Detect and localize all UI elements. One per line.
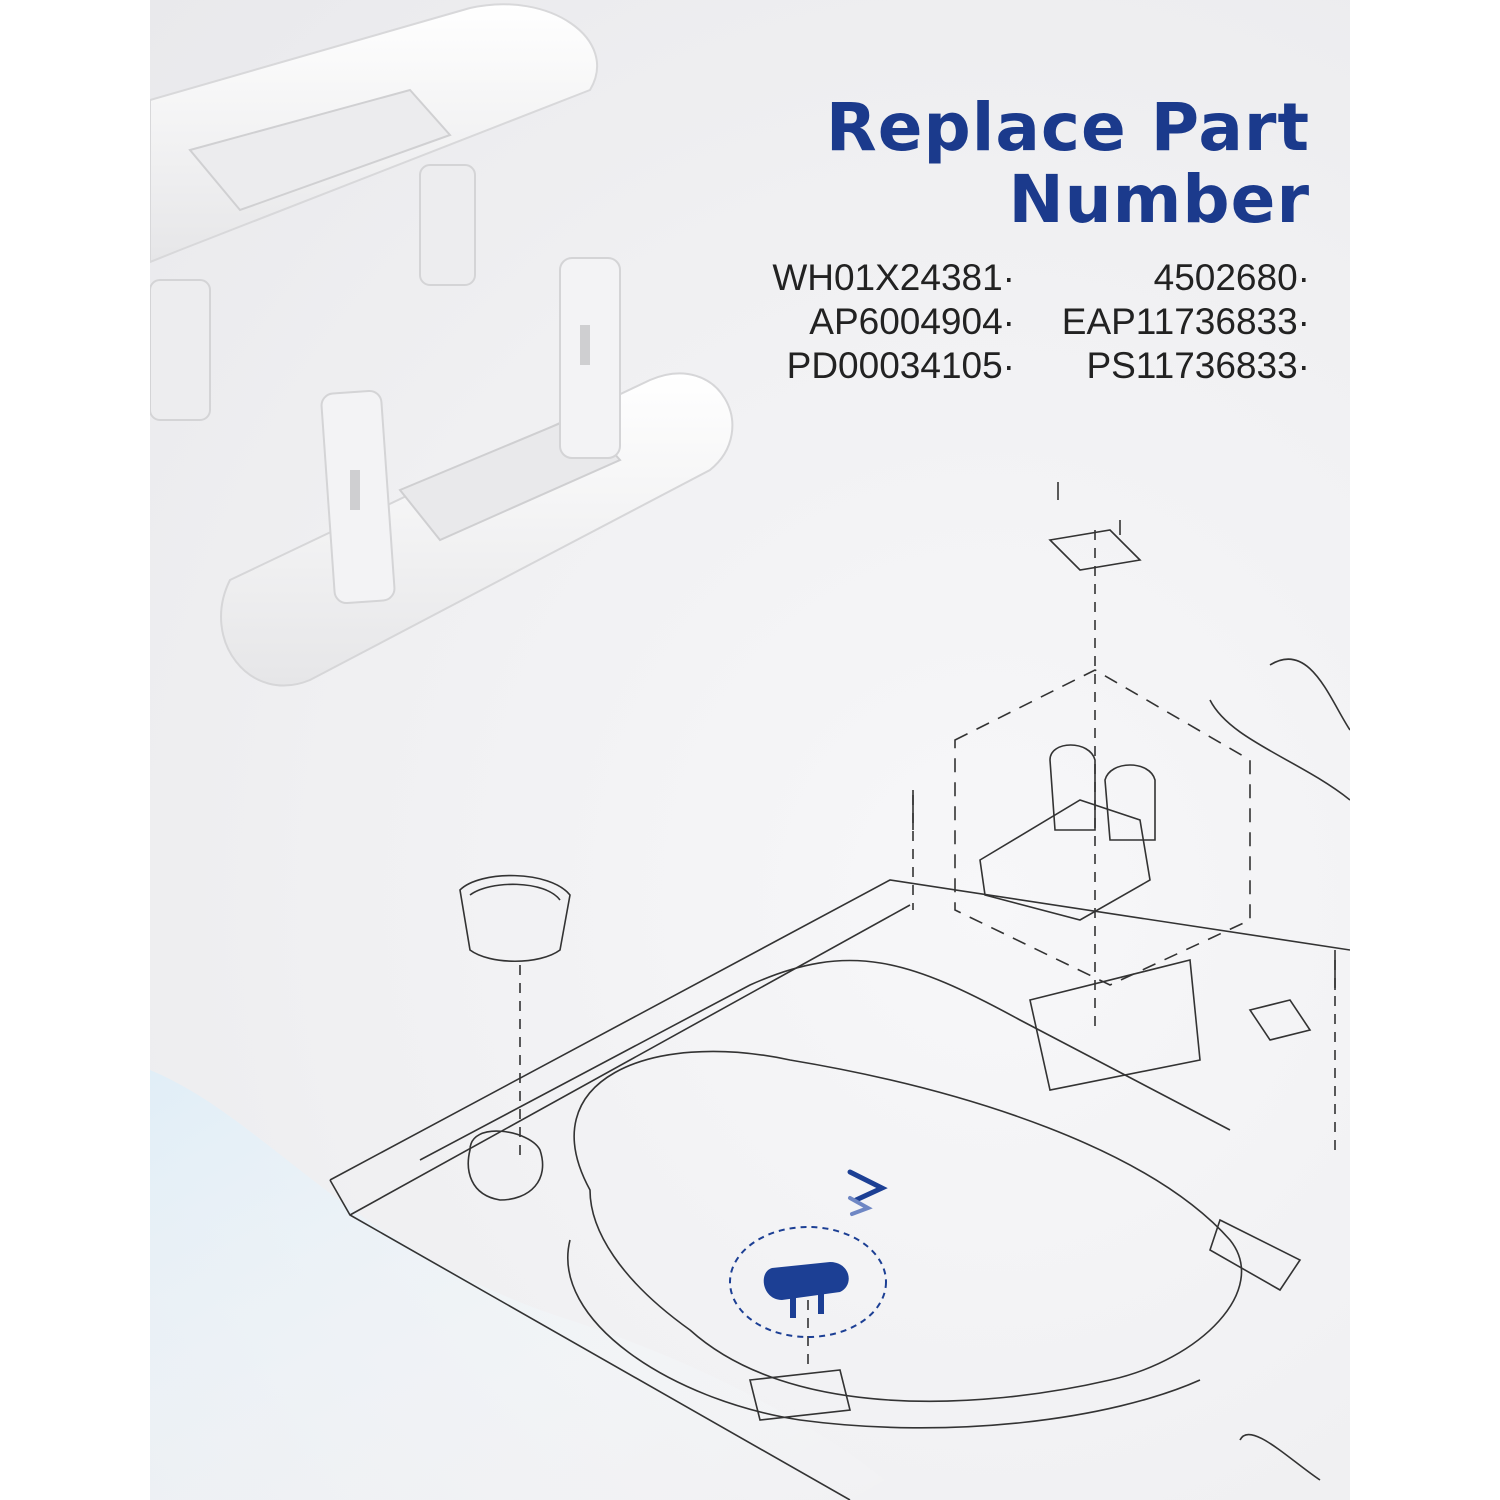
part-number: WH01X24381·	[772, 257, 1015, 298]
part-number: AP6004904·	[809, 301, 1015, 342]
highlighted-strike-part	[729, 1169, 888, 1338]
chevron-down-icon	[847, 1169, 888, 1203]
illustration	[150, 3, 1350, 1500]
chevron-down-icon-secondary	[848, 1196, 873, 1216]
exploded-diagram	[329, 482, 1350, 1500]
part-numbers-left: WH01X24381· AP6004904· PD00034105·	[772, 256, 1015, 388]
heading: Replace Part Number	[610, 92, 1310, 236]
part-number: PD00034105·	[786, 345, 1015, 386]
strike-bottom-render	[220, 257, 734, 687]
heading-line-2: Number	[1008, 161, 1310, 238]
strike-top-render	[150, 3, 598, 421]
wave-decoration	[150, 1070, 910, 1500]
part-number: PS11736833·	[1086, 345, 1310, 386]
strike-part-icon	[763, 1262, 849, 1300]
part-number: EAP11736833·	[1061, 301, 1310, 342]
highlight-circle	[729, 1226, 887, 1338]
part-numbers-right: 4502680· EAP11736833· PS11736833·	[1062, 256, 1310, 388]
part-number: 4502680·	[1153, 257, 1310, 298]
heading-line-1: Replace Part	[825, 89, 1310, 166]
image-panel: Replace Part Number WH01X24381· AP600490…	[150, 0, 1350, 1500]
